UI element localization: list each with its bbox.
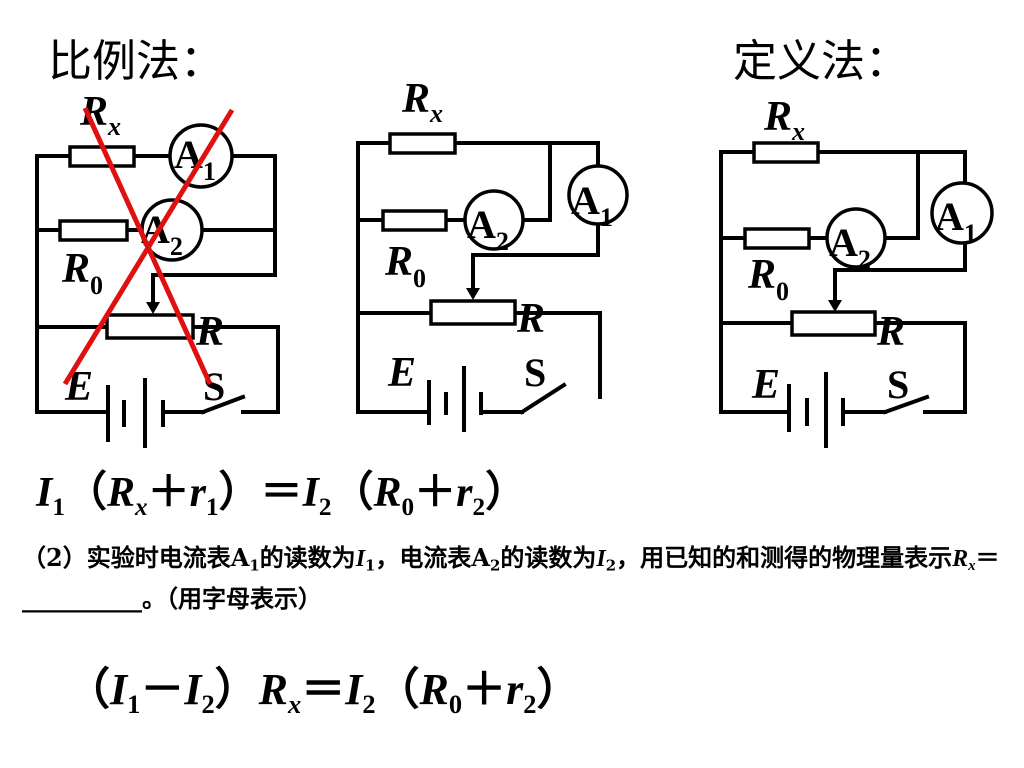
label-rheostat: R (195, 309, 224, 355)
slider-arrow-icon (146, 302, 160, 314)
label-a1: A1 (935, 194, 977, 248)
circuit-1: Rx A1 A2 R0 R E S (35, 89, 280, 448)
label-rheostat: R (876, 309, 905, 355)
battery-icon (106, 378, 165, 448)
battery-icon (427, 366, 483, 432)
heading-definition-method: 定义法： (733, 36, 909, 87)
resistor-rx (388, 132, 457, 155)
label-r0: R0 (384, 239, 426, 293)
label-rx: Rx (763, 94, 805, 146)
heading-ratio-method: 比例法： (48, 36, 224, 87)
rheostat (429, 299, 517, 326)
label-r0: R0 (747, 252, 789, 306)
resistor-rx (752, 141, 820, 164)
cross-out-mark (62, 106, 235, 386)
ammeter-a1 (930, 181, 994, 245)
label-rx: Rx (79, 89, 121, 141)
formula-answer: （I1－I2）Rx＝I2（R0＋r2） (66, 665, 581, 720)
label-rheostat: R (516, 296, 545, 342)
resistor-r0 (743, 227, 811, 250)
label-r0: R0 (61, 246, 103, 300)
label-rx: Rx (401, 76, 443, 128)
battery-icon (787, 372, 845, 448)
label-a1: A1 (571, 178, 613, 232)
formula-ratio: I1（Rx＋r1）＝I2（R0＋r2） (36, 470, 528, 521)
slider-arrow-icon (828, 300, 842, 312)
label-a2: A2 (829, 220, 871, 274)
label-battery: E (751, 362, 780, 408)
label-a2: A2 (467, 202, 509, 256)
label-battery: E (387, 350, 416, 396)
ammeter-a1 (168, 123, 234, 189)
rheostat (105, 313, 195, 340)
ammeter-a2 (825, 207, 887, 269)
rheostat (790, 310, 877, 337)
label-switch: S (887, 362, 909, 407)
ammeter-a2 (463, 189, 525, 251)
resistor-r0 (381, 209, 448, 232)
circuit-2: Rx A1 A2 R0 R E S (356, 76, 629, 432)
circuit-3: Rx A1 A2 R0 R E S (719, 94, 994, 448)
resistor-r0 (58, 219, 129, 242)
label-switch: S (524, 350, 546, 395)
question-text: （2）实验时电流表A1的读数为I1，电流表A2的读数为I2，用已知的和测得的物理… (22, 543, 1000, 613)
label-battery: E (64, 364, 93, 410)
slider-arrow-icon (466, 288, 480, 300)
ammeter-a1 (567, 164, 629, 226)
